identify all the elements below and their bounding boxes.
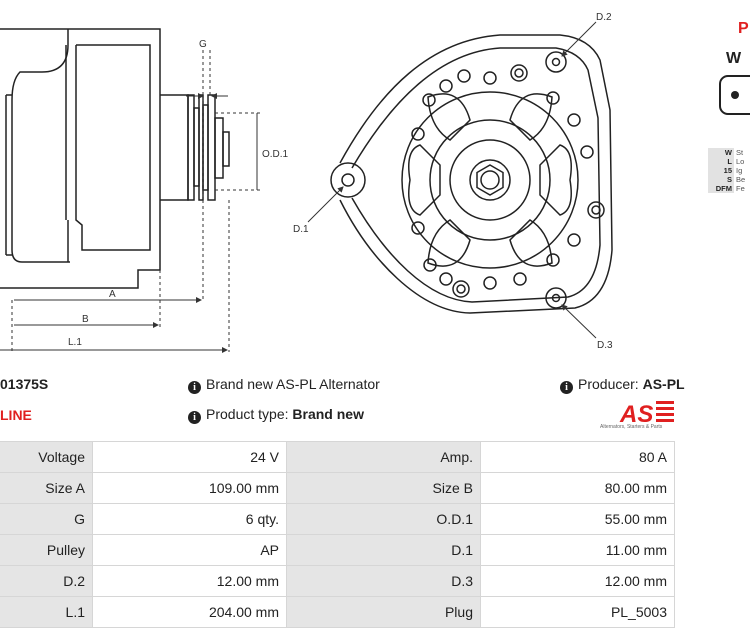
spec-label: Voltage (0, 441, 93, 473)
dimension-lines (0, 50, 262, 353)
pin-key: S (708, 175, 734, 184)
technical-drawing: G O.D.1 A B L.1 (0, 12, 613, 353)
info-icon: i (560, 381, 573, 394)
spec-value: 109.00 mm (92, 472, 287, 504)
spec-label: O.D.1 (286, 503, 481, 535)
label-l1: L.1 (68, 337, 82, 348)
spec-label: L.1 (0, 596, 93, 628)
spec-value: 12.00 mm (92, 565, 287, 597)
label-d3: D.3 (597, 340, 613, 351)
table-row: L.1 204.00 mm Plug PL_5003 (0, 596, 675, 628)
label-a: A (109, 289, 116, 300)
pin-value: Be (736, 175, 746, 184)
product-type-prefix: Product type: (206, 406, 289, 422)
pin-row: 15 Ig (708, 166, 747, 175)
spec-value: 24 V (92, 441, 287, 473)
label-b: B (82, 314, 89, 325)
product-line-tag: LINE (0, 407, 32, 423)
logo-tagline: Alternators, Starters & Parts (600, 424, 663, 430)
plug-pin-table: W St L Lo 15 Ig S Be DFM Fe (708, 148, 747, 193)
spec-label: Size B (286, 472, 481, 504)
spec-value: PL_5003 (480, 596, 675, 628)
spec-value: 55.00 mm (480, 503, 675, 535)
spec-label: Plug (286, 596, 481, 628)
spec-value: 80.00 mm (480, 472, 675, 504)
producer-info: i Producer: AS-PL (560, 376, 685, 394)
spec-value: 80 A (480, 441, 675, 473)
pin-key: W (708, 148, 734, 157)
plug-title: P (738, 20, 749, 37)
spec-value: 11.00 mm (480, 534, 675, 566)
logo-mark: AS (619, 401, 653, 428)
label-g: G (199, 39, 207, 50)
product-type-info: i Product type: Brand new (188, 406, 364, 424)
label-od1: O.D.1 (262, 149, 289, 160)
producer-value: AS-PL (642, 376, 685, 392)
spec-label: G (0, 503, 93, 535)
info-icon: i (188, 411, 201, 424)
product-type-value: Brand new (292, 406, 364, 422)
pin-row: DFM Fe (708, 184, 747, 193)
pin-row: W St (708, 148, 747, 157)
plug-terminal-label: W (726, 50, 742, 67)
as-pl-logo: AS (619, 401, 674, 428)
pin-key: L (708, 157, 734, 166)
pin-row: L Lo (708, 157, 747, 166)
spec-value: AP (92, 534, 287, 566)
pin-value: Lo (736, 157, 745, 166)
label-d1: D.1 (293, 224, 309, 235)
part-number: 01375S (0, 376, 49, 392)
table-row: Size A 109.00 mm Size B 80.00 mm (0, 472, 675, 504)
pin-value: Fe (736, 184, 745, 193)
spec-label: D.3 (286, 565, 481, 597)
pin-value: Ig (736, 166, 743, 175)
spec-value: 12.00 mm (480, 565, 675, 597)
pin-row: S Be (708, 175, 747, 184)
producer-prefix: Producer: (578, 376, 639, 392)
spec-label: Size A (0, 472, 93, 504)
plug-diagram (719, 75, 750, 115)
pin-value: St (736, 148, 744, 157)
plug-pin-icon (731, 91, 739, 99)
table-row: Pulley AP D.1 11.00 mm (0, 534, 675, 566)
spec-label: Pulley (0, 534, 93, 566)
spec-value: 204.00 mm (92, 596, 287, 628)
pin-key: DFM (708, 184, 734, 193)
table-row: D.2 12.00 mm D.3 12.00 mm (0, 565, 675, 597)
front-view-leaders (307, 21, 597, 339)
front-view (330, 34, 613, 314)
spec-label: Amp. (286, 441, 481, 473)
side-view (0, 28, 230, 289)
spec-label: D.1 (286, 534, 481, 566)
brand-info: i Brand new AS-PL Alternator (188, 376, 380, 394)
brand-label: Brand new AS-PL Alternator (206, 376, 380, 392)
spec-table: Voltage 24 V Amp. 80 A Size A 109.00 mm … (0, 441, 675, 628)
spec-label: D.2 (0, 565, 93, 597)
pin-key: 15 (708, 166, 734, 175)
info-icon: i (188, 381, 201, 394)
spec-value: 6 qty. (92, 503, 287, 535)
label-d2: D.2 (596, 12, 612, 23)
table-row: G 6 qty. O.D.1 55.00 mm (0, 503, 675, 535)
table-row: Voltage 24 V Amp. 80 A (0, 441, 675, 473)
